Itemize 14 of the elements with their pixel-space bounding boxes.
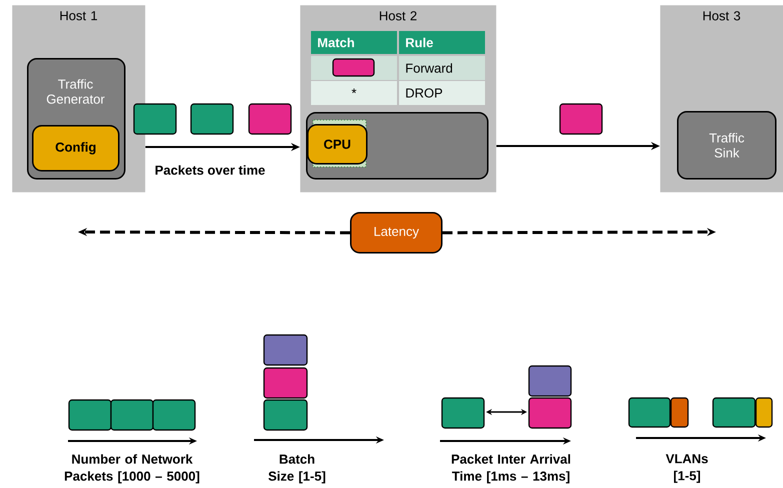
latency-box: Latency [350,212,442,254]
table-cell: DROP [399,81,485,105]
table-cell: * [311,81,397,105]
axis-label: Packet Inter Arrival Time [1ms – 13ms] [452,454,570,484]
axis-label: Number of Network Packets [1000 – 5000] [64,454,200,484]
table-cell: Forward [399,56,485,80]
table-cell: Rule [399,31,485,54]
process-box: Traffic Sink [677,111,776,180]
cpu-box: CPU [307,124,368,164]
axis-label: Batch Size [1-5] [268,454,326,484]
config-box: Config [32,125,120,172]
axis-label: VLANs [1-5] [666,454,708,483]
table-cell: Match [311,31,397,54]
edge-label: Packets over time [156,165,265,175]
